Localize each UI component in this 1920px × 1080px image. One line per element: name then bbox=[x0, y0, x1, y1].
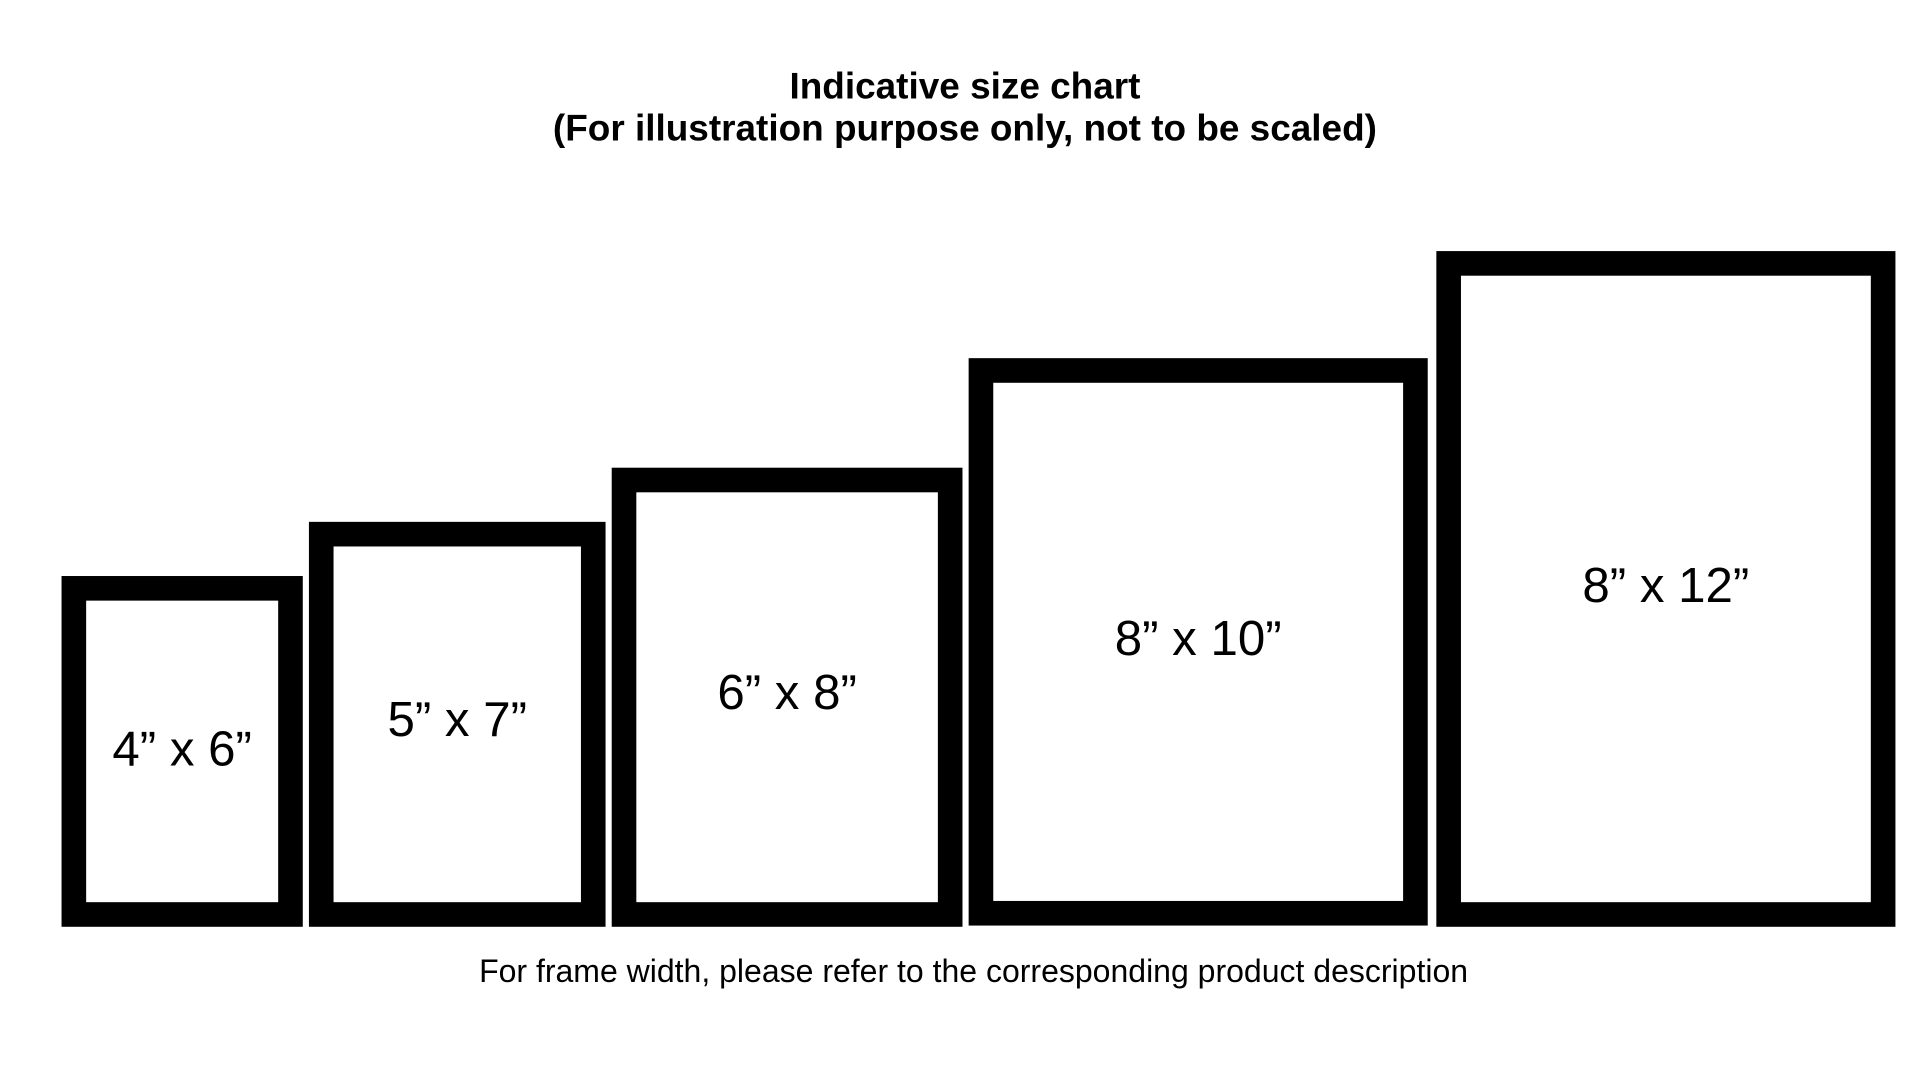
frame-5x7: 5” x 7” bbox=[308, 521, 606, 927]
footer-note: For frame width, please refer to the cor… bbox=[479, 952, 1469, 990]
frame-6x8: 6” x 8” bbox=[611, 467, 963, 927]
frame-8x10: 8” x 10” bbox=[968, 358, 1428, 926]
frame-8x12: 8” x 12” bbox=[1436, 251, 1896, 927]
frame-label: 5” x 7” bbox=[387, 692, 527, 748]
frame-label: 8” x 12” bbox=[1582, 558, 1750, 613]
frame-label: 4” x 6” bbox=[112, 722, 252, 777]
frame-label: 6” x 8” bbox=[717, 665, 857, 721]
frame-4x6: 4” x 6” bbox=[61, 576, 303, 927]
chart-subtitle: (For illustration purpose only, not to b… bbox=[552, 108, 1377, 149]
chart-title: Indicative size chart bbox=[789, 66, 1141, 108]
frame-label: 8” x 10” bbox=[1114, 611, 1282, 666]
